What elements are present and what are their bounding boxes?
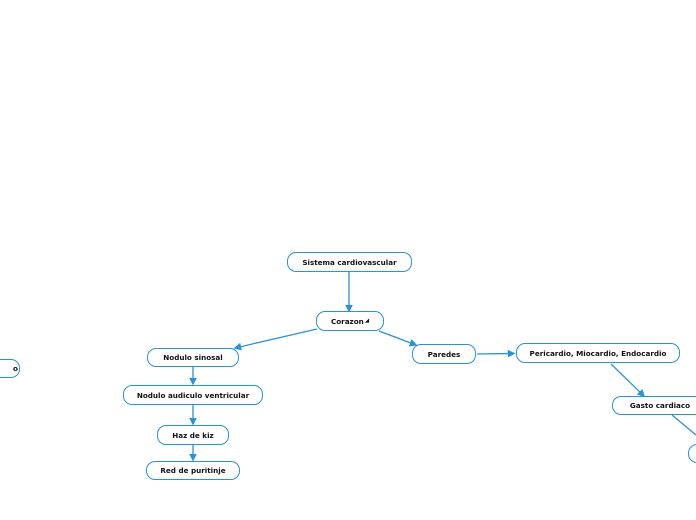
connector-capas-gasto xyxy=(610,363,646,398)
node-label: o xyxy=(13,364,18,373)
connector-paredes-capas xyxy=(476,349,516,358)
node-label: Gasto cardiaco xyxy=(629,401,691,410)
triangle-marker-icon: ◢ xyxy=(364,318,370,324)
node-haz-de-kiz[interactable]: Haz de kiz xyxy=(157,425,229,445)
node-left-partial[interactable]: o xyxy=(0,359,20,378)
node-label: Paredes xyxy=(427,349,461,359)
node-paredes[interactable]: Paredes xyxy=(412,344,476,364)
node-label: Pericardio, Miocardio, Endocardio xyxy=(529,348,667,358)
node-red-de-purkinje[interactable]: Red de puritinje xyxy=(146,461,240,480)
node-label: Nodulo sinosal xyxy=(163,353,223,362)
node-nodulo-sinosal[interactable]: Nodulo sinosal xyxy=(147,348,239,367)
node-label: Nodulo audiculo ventricular xyxy=(136,390,250,400)
connector-gasto-offscreen xyxy=(671,414,696,436)
node-corazon[interactable]: Corazon ◢ xyxy=(316,311,384,331)
node-gasto-cardiaco[interactable]: Gasto cardiaco xyxy=(612,396,696,415)
node-nodulo-auriculo-ventricular[interactable]: Nodulo audiculo ventricular xyxy=(123,385,263,405)
node-sistema-cardiovascular[interactable]: Sistema cardiovascular xyxy=(287,252,412,272)
node-label: Sistema cardiovascular xyxy=(302,257,397,267)
node-pericardio-miocardio-endocardio[interactable]: Pericardio, Miocardio, Endocardio xyxy=(516,343,680,363)
node-label: Corazon xyxy=(330,316,364,326)
connector-corazon-nodulo-sinosal xyxy=(233,328,318,351)
node-label: Haz de kiz xyxy=(172,430,214,440)
node-label: Red de puritinje xyxy=(160,466,226,475)
connector-corazon-paredes xyxy=(378,330,418,347)
